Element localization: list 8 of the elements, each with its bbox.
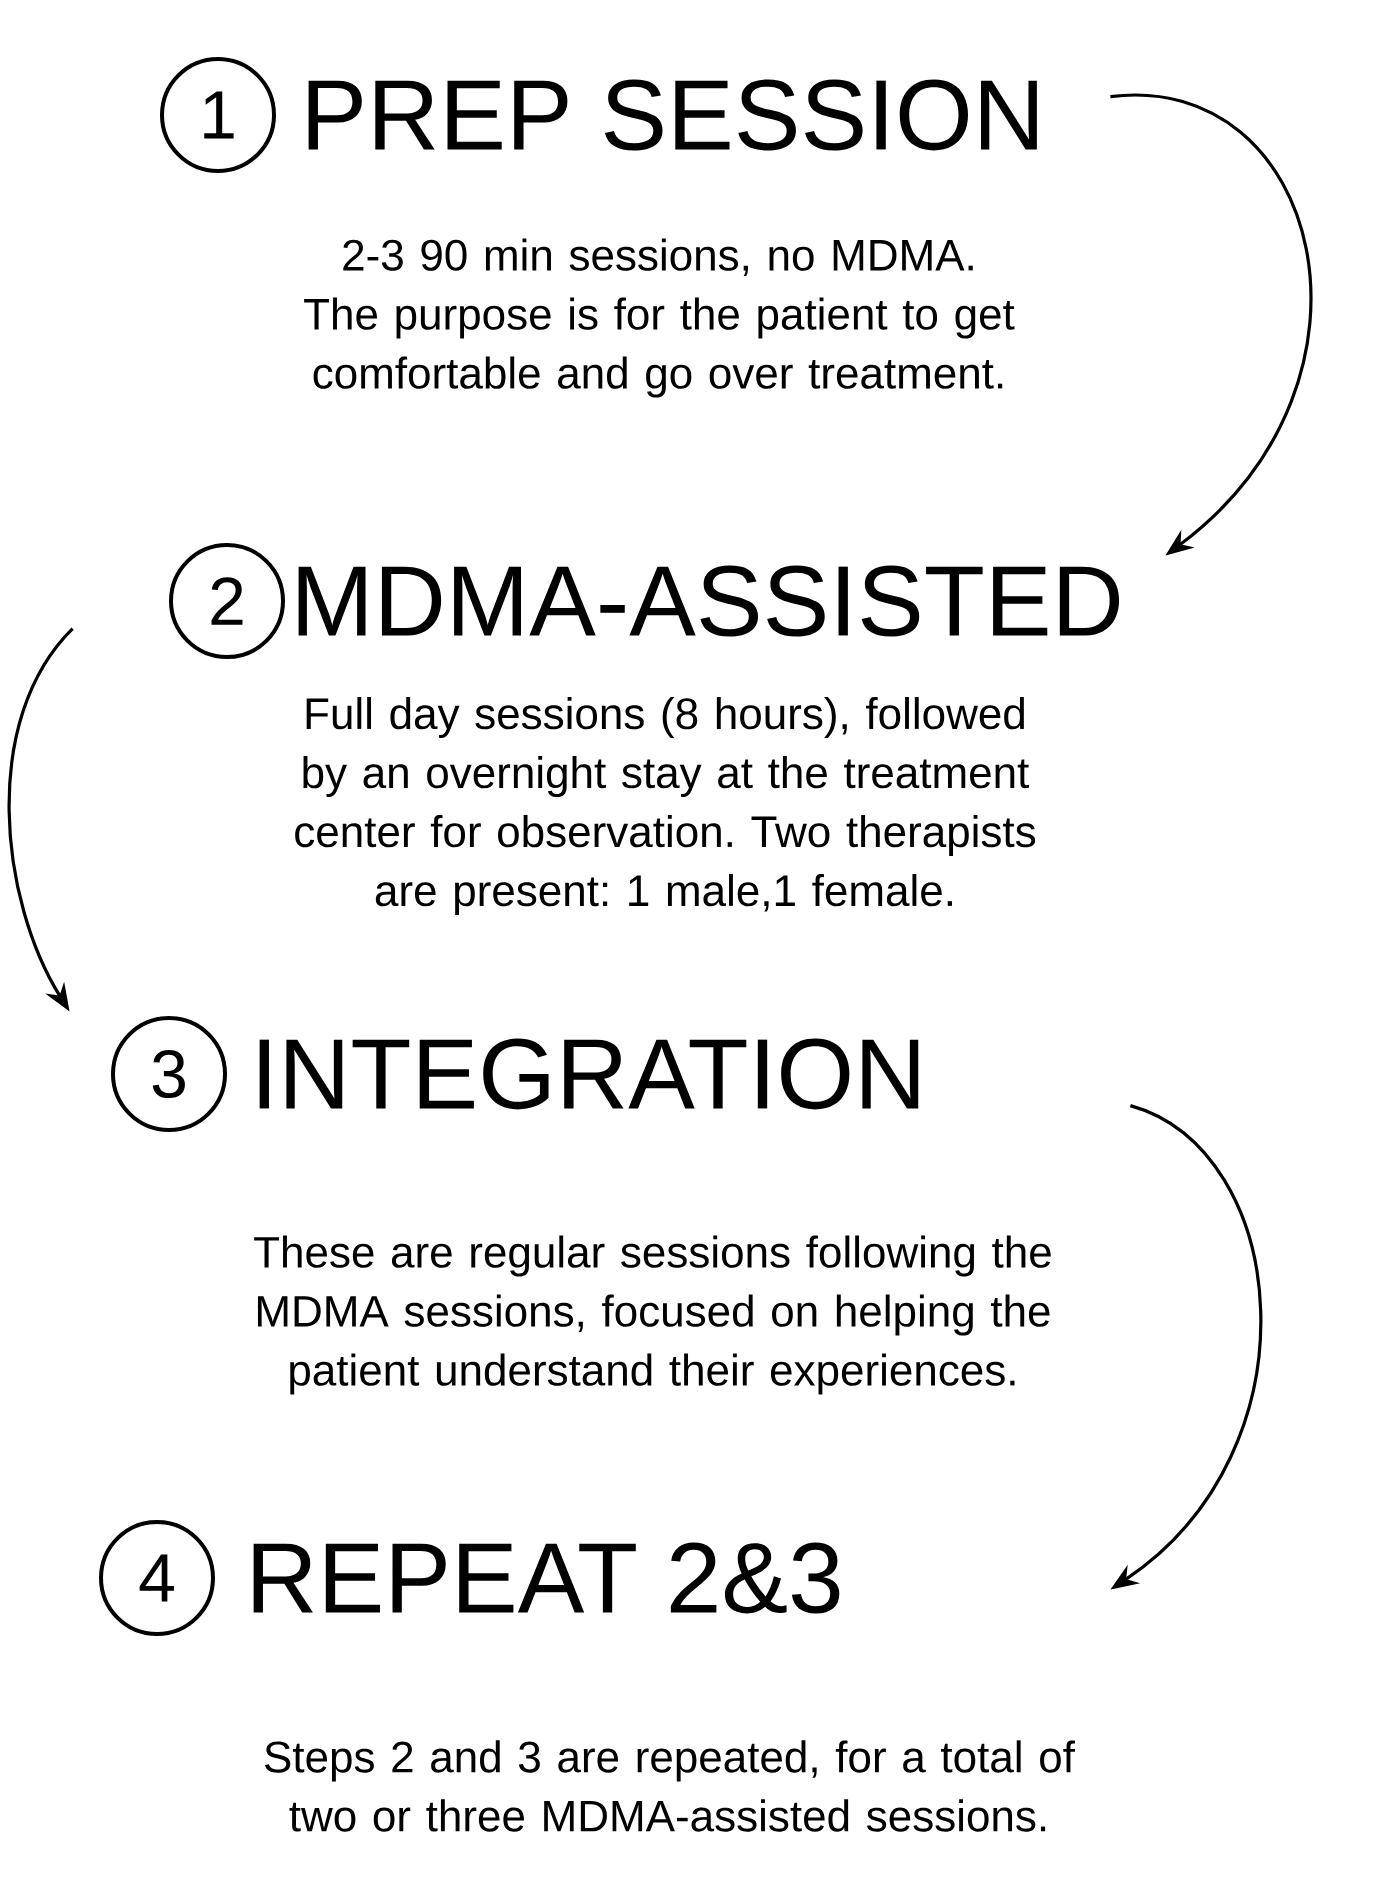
step-heading: REPEAT 2&3 — [253, 1542, 840, 1614]
body-text: 2-3 90 min sessions, no MDMA. The purpose is for the patient to get comfortable and go over treatment. — [304, 238, 1015, 398]
body-text: Steps 2 and 3 are repeated, for a total of two or three MDMA-assisted sessions. — [265, 1740, 1075, 1832]
step-heading: MDMA-ASSISTED — [298, 565, 1120, 637]
step-heading: PREP SESSION — [308, 79, 1037, 151]
step-heading: INTEGRATION — [259, 1038, 919, 1110]
body-text: Full day sessions (8 hours), followed by an overnight stay at the treatment center for observation. Two therapists are present: 1 male,1 female. — [295, 697, 1036, 915]
body-text: These are regular sessions following the MDMA sessions, focused on helping the patient understand their experiences. — [254, 1235, 1051, 1395]
